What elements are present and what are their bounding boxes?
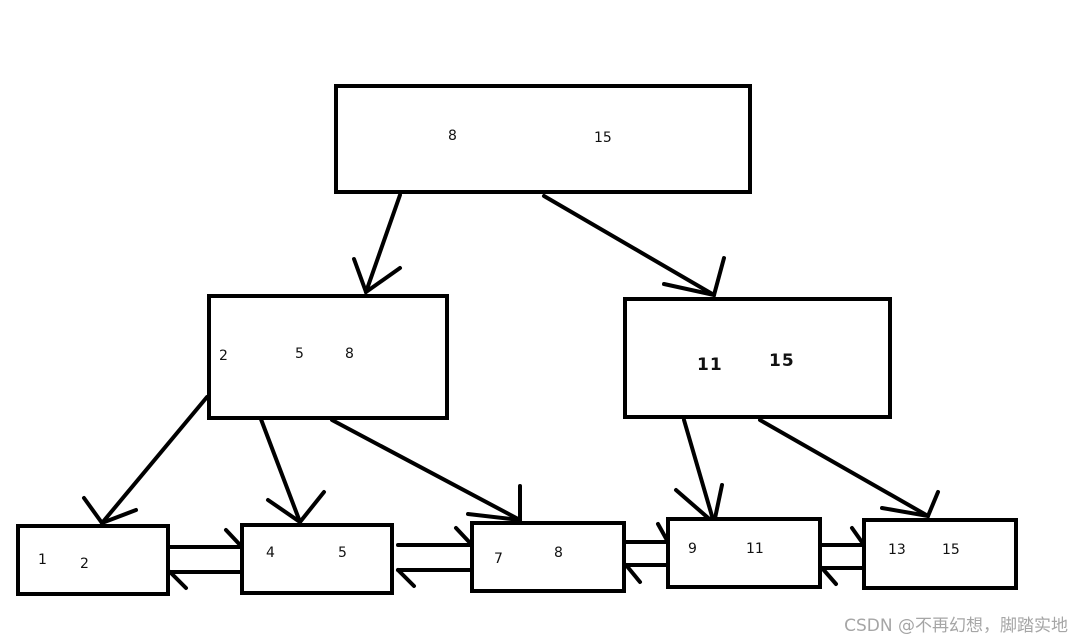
leaf-node-5: 13 15 bbox=[862, 518, 1018, 590]
arrowhead-left-leaf1 bbox=[82, 496, 138, 526]
leaf-node-2: 4 5 bbox=[240, 523, 394, 595]
leaf-node-4: 9 11 bbox=[666, 517, 822, 589]
watermark: CSDN @不再幻想，脚踏实地 bbox=[844, 616, 1068, 636]
link-2-3-tail bbox=[396, 568, 416, 588]
arrowhead-root-left bbox=[352, 257, 402, 296]
leaf-4-key-2: 11 bbox=[746, 541, 764, 557]
leaf-3-key-1: 7 bbox=[494, 551, 503, 567]
link-4-5-tail bbox=[820, 566, 838, 586]
leaf-5-key-1: 13 bbox=[888, 542, 906, 558]
arrowhead-left-leaf2 bbox=[266, 490, 326, 525]
leaf-node-1: 1 2 bbox=[16, 524, 170, 596]
root-key-1: 8 bbox=[448, 128, 457, 144]
internal-left-key-3: 8 bbox=[345, 346, 354, 362]
edge-left-leaf2 bbox=[257, 412, 302, 524]
internal-left-key-2: 5 bbox=[295, 346, 304, 362]
leaf-2-key-2: 5 bbox=[338, 545, 347, 561]
leaf-2-key-1: 4 bbox=[266, 545, 275, 561]
internal-node-left: 2 5 8 bbox=[207, 294, 449, 420]
root-node: 8 15 bbox=[334, 84, 752, 194]
arrowhead-right-leaf5 bbox=[880, 490, 940, 519]
internal-left-key-1: 2 bbox=[219, 348, 228, 364]
leaf-node-3: 7 8 bbox=[470, 521, 626, 593]
leaf-3-key-2: 8 bbox=[554, 545, 563, 561]
internal-node-right: 11 15 bbox=[623, 297, 892, 419]
edge-left-leaf3 bbox=[330, 418, 522, 522]
edge-left-leaf1 bbox=[100, 395, 209, 525]
internal-right-key-1: 11 bbox=[697, 355, 723, 375]
leaf-4-key-1: 9 bbox=[688, 541, 697, 557]
root-key-2: 15 bbox=[594, 130, 612, 146]
link-1-2-head bbox=[224, 528, 244, 549]
internal-right-key-2: 15 bbox=[769, 351, 795, 371]
leaf-1-key-2: 2 bbox=[80, 556, 89, 572]
leaf-1-key-1: 1 bbox=[38, 552, 47, 568]
edge-root-left bbox=[364, 193, 402, 294]
arrowhead-left-leaf3 bbox=[466, 484, 522, 523]
arrowhead-root-right bbox=[662, 256, 726, 298]
leaf-5-key-2: 15 bbox=[942, 542, 960, 558]
link-3-4-tail bbox=[624, 563, 642, 584]
link-1-2-tail bbox=[168, 570, 188, 590]
edge-right-leaf4 bbox=[682, 418, 716, 525]
link-2-3-head bbox=[454, 526, 474, 547]
edge-root-right bbox=[542, 194, 716, 297]
edge-right-leaf5 bbox=[758, 418, 930, 518]
